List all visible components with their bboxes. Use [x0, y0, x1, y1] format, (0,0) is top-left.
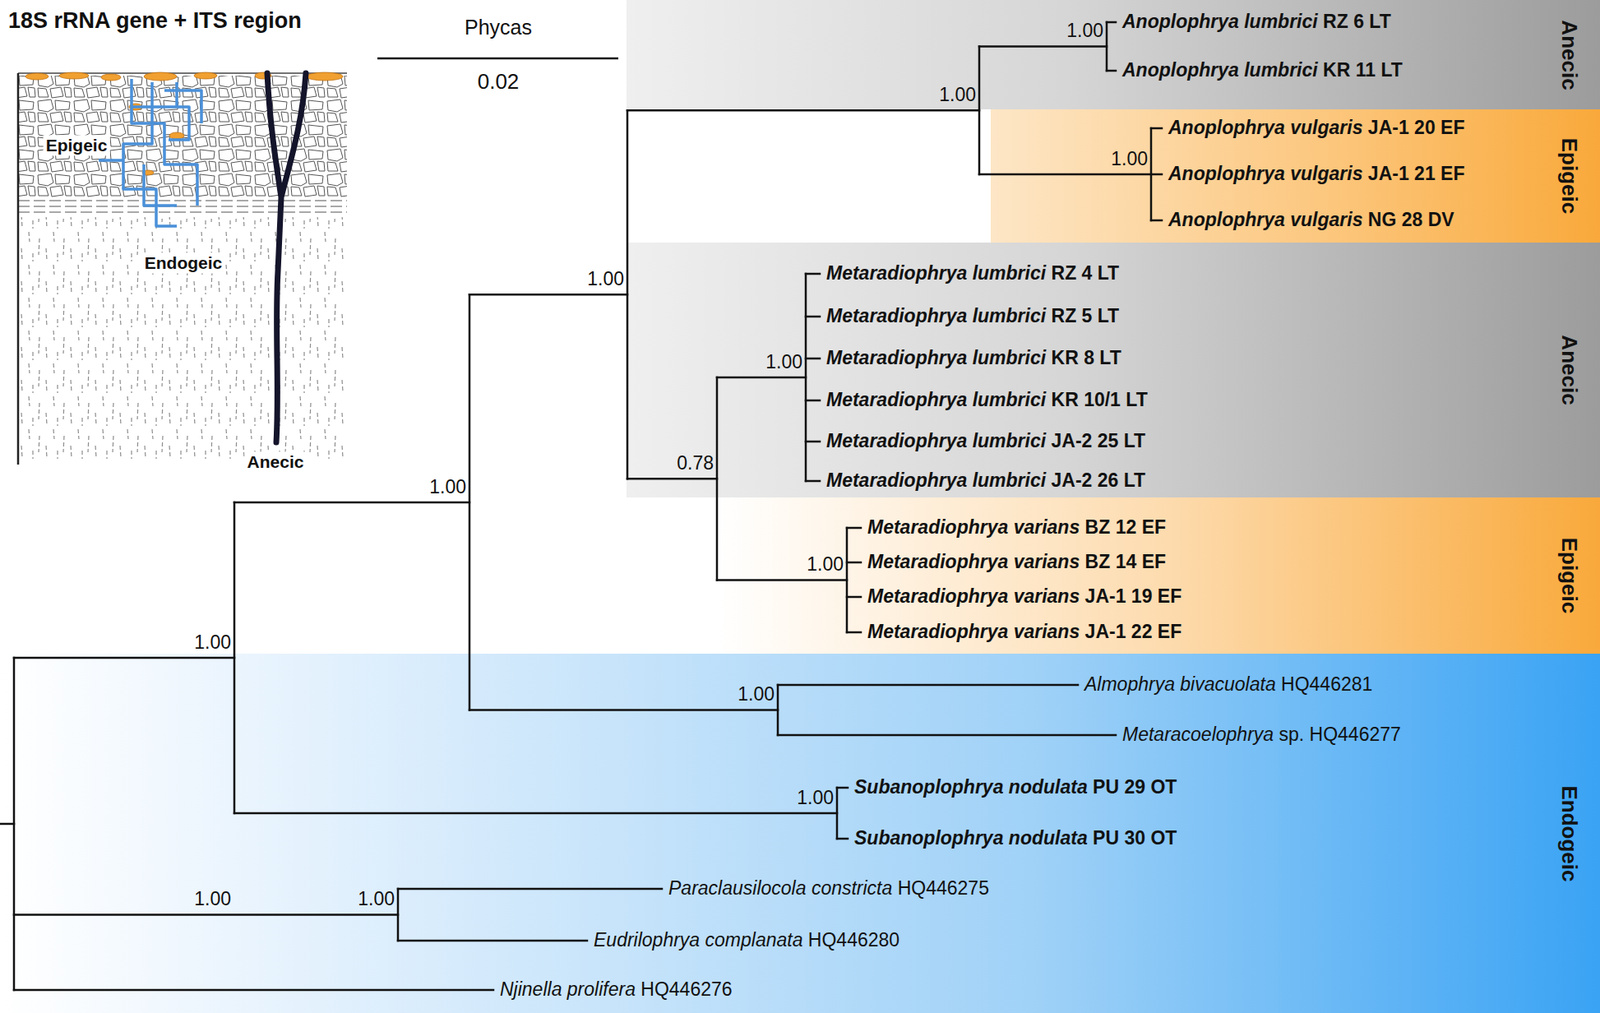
habitat-label: Anecic [1556, 19, 1582, 90]
habitat-label: Anecic [1556, 334, 1582, 405]
taxon-label: Subanoplophrya nodulata PU 30 OT [854, 827, 1177, 851]
scale-bar [377, 57, 619, 61]
taxon-label: Anoplophrya vulgaris NG 28 DV [1168, 208, 1455, 232]
figure-label: Epigeic [43, 134, 111, 156]
taxon-label: Anoplophrya vulgaris JA-1 21 EF [1168, 162, 1465, 186]
tree-branch [1106, 69, 1116, 73]
tree-branch [777, 684, 1078, 687]
tree-branch [805, 480, 820, 483]
figure-title: 18S rRNA gene + ITS region [8, 8, 302, 34]
tree-branch [846, 527, 861, 530]
tree-branch [397, 939, 588, 943]
tree-branch [716, 578, 847, 582]
tree-branch [846, 631, 861, 634]
taxon-label: Subanoplophrya nodulata PU 29 OT [854, 776, 1177, 800]
support-value: 1.00 [765, 351, 803, 375]
tree-branch [836, 837, 848, 841]
support-value: 1.00 [1110, 147, 1148, 172]
tree-branch [469, 708, 778, 712]
habitat-label: Endogeic [1556, 785, 1582, 882]
tree-branch [846, 596, 861, 599]
tree-branch [397, 887, 662, 891]
tree-branch [1151, 219, 1162, 222]
taxon-label: Paraclausilocola constricta HQ446275 [668, 877, 990, 901]
taxon-label: Metaradiophrya lumbrici JA-2 26 LT [826, 469, 1146, 493]
figure-label: Phycas [464, 14, 532, 40]
support-value: 1.00 [357, 887, 395, 911]
support-value: 1.00 [429, 476, 467, 500]
figure-label: Endogeic [142, 252, 226, 273]
taxon-label: Metaradiophrya lumbrici KR 10/1 LT [826, 388, 1148, 412]
support-value: 1.00 [806, 553, 844, 577]
taxon-label: Metaracoelophrya sp. HQ446277 [1122, 723, 1402, 747]
tree-branch [805, 399, 820, 403]
tree-branch [0, 823, 14, 826]
tree-branch [234, 812, 837, 815]
tree-branch [1151, 127, 1162, 130]
support-value: 1.00 [737, 683, 775, 707]
taxon-label: Metaradiophrya lumbrici RZ 5 LT [826, 305, 1120, 329]
taxon-label: Anoplophrya lumbrici KR 11 LT [1122, 59, 1403, 83]
figure-label: 0.02 [477, 69, 520, 95]
taxon-label: Anoplophrya lumbrici RZ 6 LT [1122, 10, 1392, 34]
habitat-label: Epigeic [1556, 138, 1582, 214]
support-value: 1.00 [796, 786, 834, 810]
taxon-label: Metaradiophrya lumbrici KR 8 LT [826, 346, 1122, 370]
tree-branch [1106, 21, 1116, 24]
support-value: 1.00 [194, 631, 232, 655]
tree-branch [1151, 173, 1162, 176]
taxon-label: Metaradiophrya lumbrici RZ 4 LT [826, 262, 1120, 286]
tree-branch [805, 315, 820, 319]
tree-branch [627, 477, 717, 481]
tree-branch [805, 440, 820, 444]
tree-branch [805, 357, 820, 361]
tree-branch [13, 656, 235, 660]
tree-branch [13, 913, 398, 916]
tree-branch [627, 109, 980, 112]
support-value: 1.00 [194, 887, 232, 911]
tree-branch [979, 45, 1107, 48]
tree-branch [716, 376, 806, 380]
support-value: 1.00 [587, 268, 625, 292]
taxon-label: Njinella prolifera HQ446276 [499, 978, 733, 1002]
figure-label: Anecic [245, 451, 307, 472]
tree-branch [234, 501, 470, 505]
support-value: 1.00 [938, 83, 976, 107]
tree-branch [777, 734, 1116, 737]
taxon-label: Metaradiophrya varians BZ 14 EF [867, 550, 1166, 574]
tree-branch [836, 786, 848, 790]
tree-branch [846, 561, 861, 565]
taxon-label: Metaradiophrya varians JA-1 22 EF [867, 620, 1182, 644]
habitat-label: Epigeic [1556, 537, 1582, 614]
taxon-label: Anoplophrya vulgaris JA-1 20 EF [1168, 116, 1465, 140]
tree-branch [805, 272, 820, 276]
habitat-band: Endogeic [0, 653, 1600, 1013]
habitat-band: Anecic [626, 0, 1600, 110]
support-value: 0.78 [676, 452, 714, 476]
taxon-label: Metaradiophrya varians BZ 12 EF [867, 516, 1166, 540]
taxon-label: Metaradiophrya varians JA-1 19 EF [867, 585, 1182, 609]
taxon-label: Metaradiophrya lumbrici JA-2 25 LT [826, 430, 1146, 454]
taxon-label: Eudrilophrya complanata HQ446280 [593, 929, 900, 953]
tree-branch [13, 989, 494, 992]
tree-branch [469, 293, 628, 296]
support-value: 1.00 [1066, 19, 1104, 43]
taxon-label: Almophrya bivacuolata HQ446281 [1084, 673, 1373, 697]
tree-branch [979, 173, 1152, 176]
